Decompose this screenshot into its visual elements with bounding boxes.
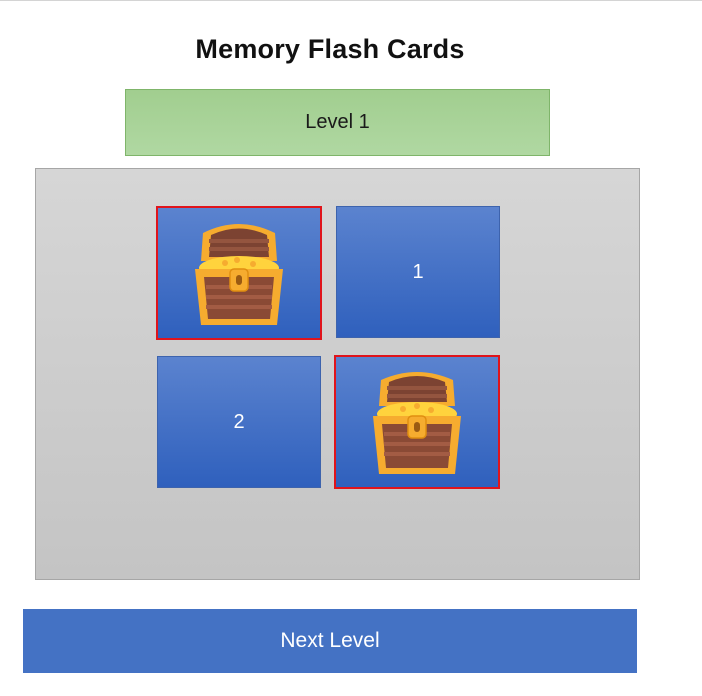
card-number: 2 [233,410,245,433]
card-4[interactable] [334,355,500,489]
card-board: 1 2 [35,168,640,580]
page-title: Memory Flash Cards [195,34,465,64]
level-label: Level 1 [305,111,370,133]
level-indicator: Level 1 [125,89,550,156]
card-2[interactable]: 1 [336,206,500,338]
treasure-chest-icon [357,362,477,482]
card-number: 1 [412,260,424,283]
card-3[interactable]: 2 [157,356,321,488]
top-divider [0,0,702,1]
next-level-label: Next Level [280,629,380,652]
treasure-chest-icon [179,213,299,333]
card-1[interactable] [156,206,322,340]
next-level-button[interactable]: Next Level [23,609,637,673]
